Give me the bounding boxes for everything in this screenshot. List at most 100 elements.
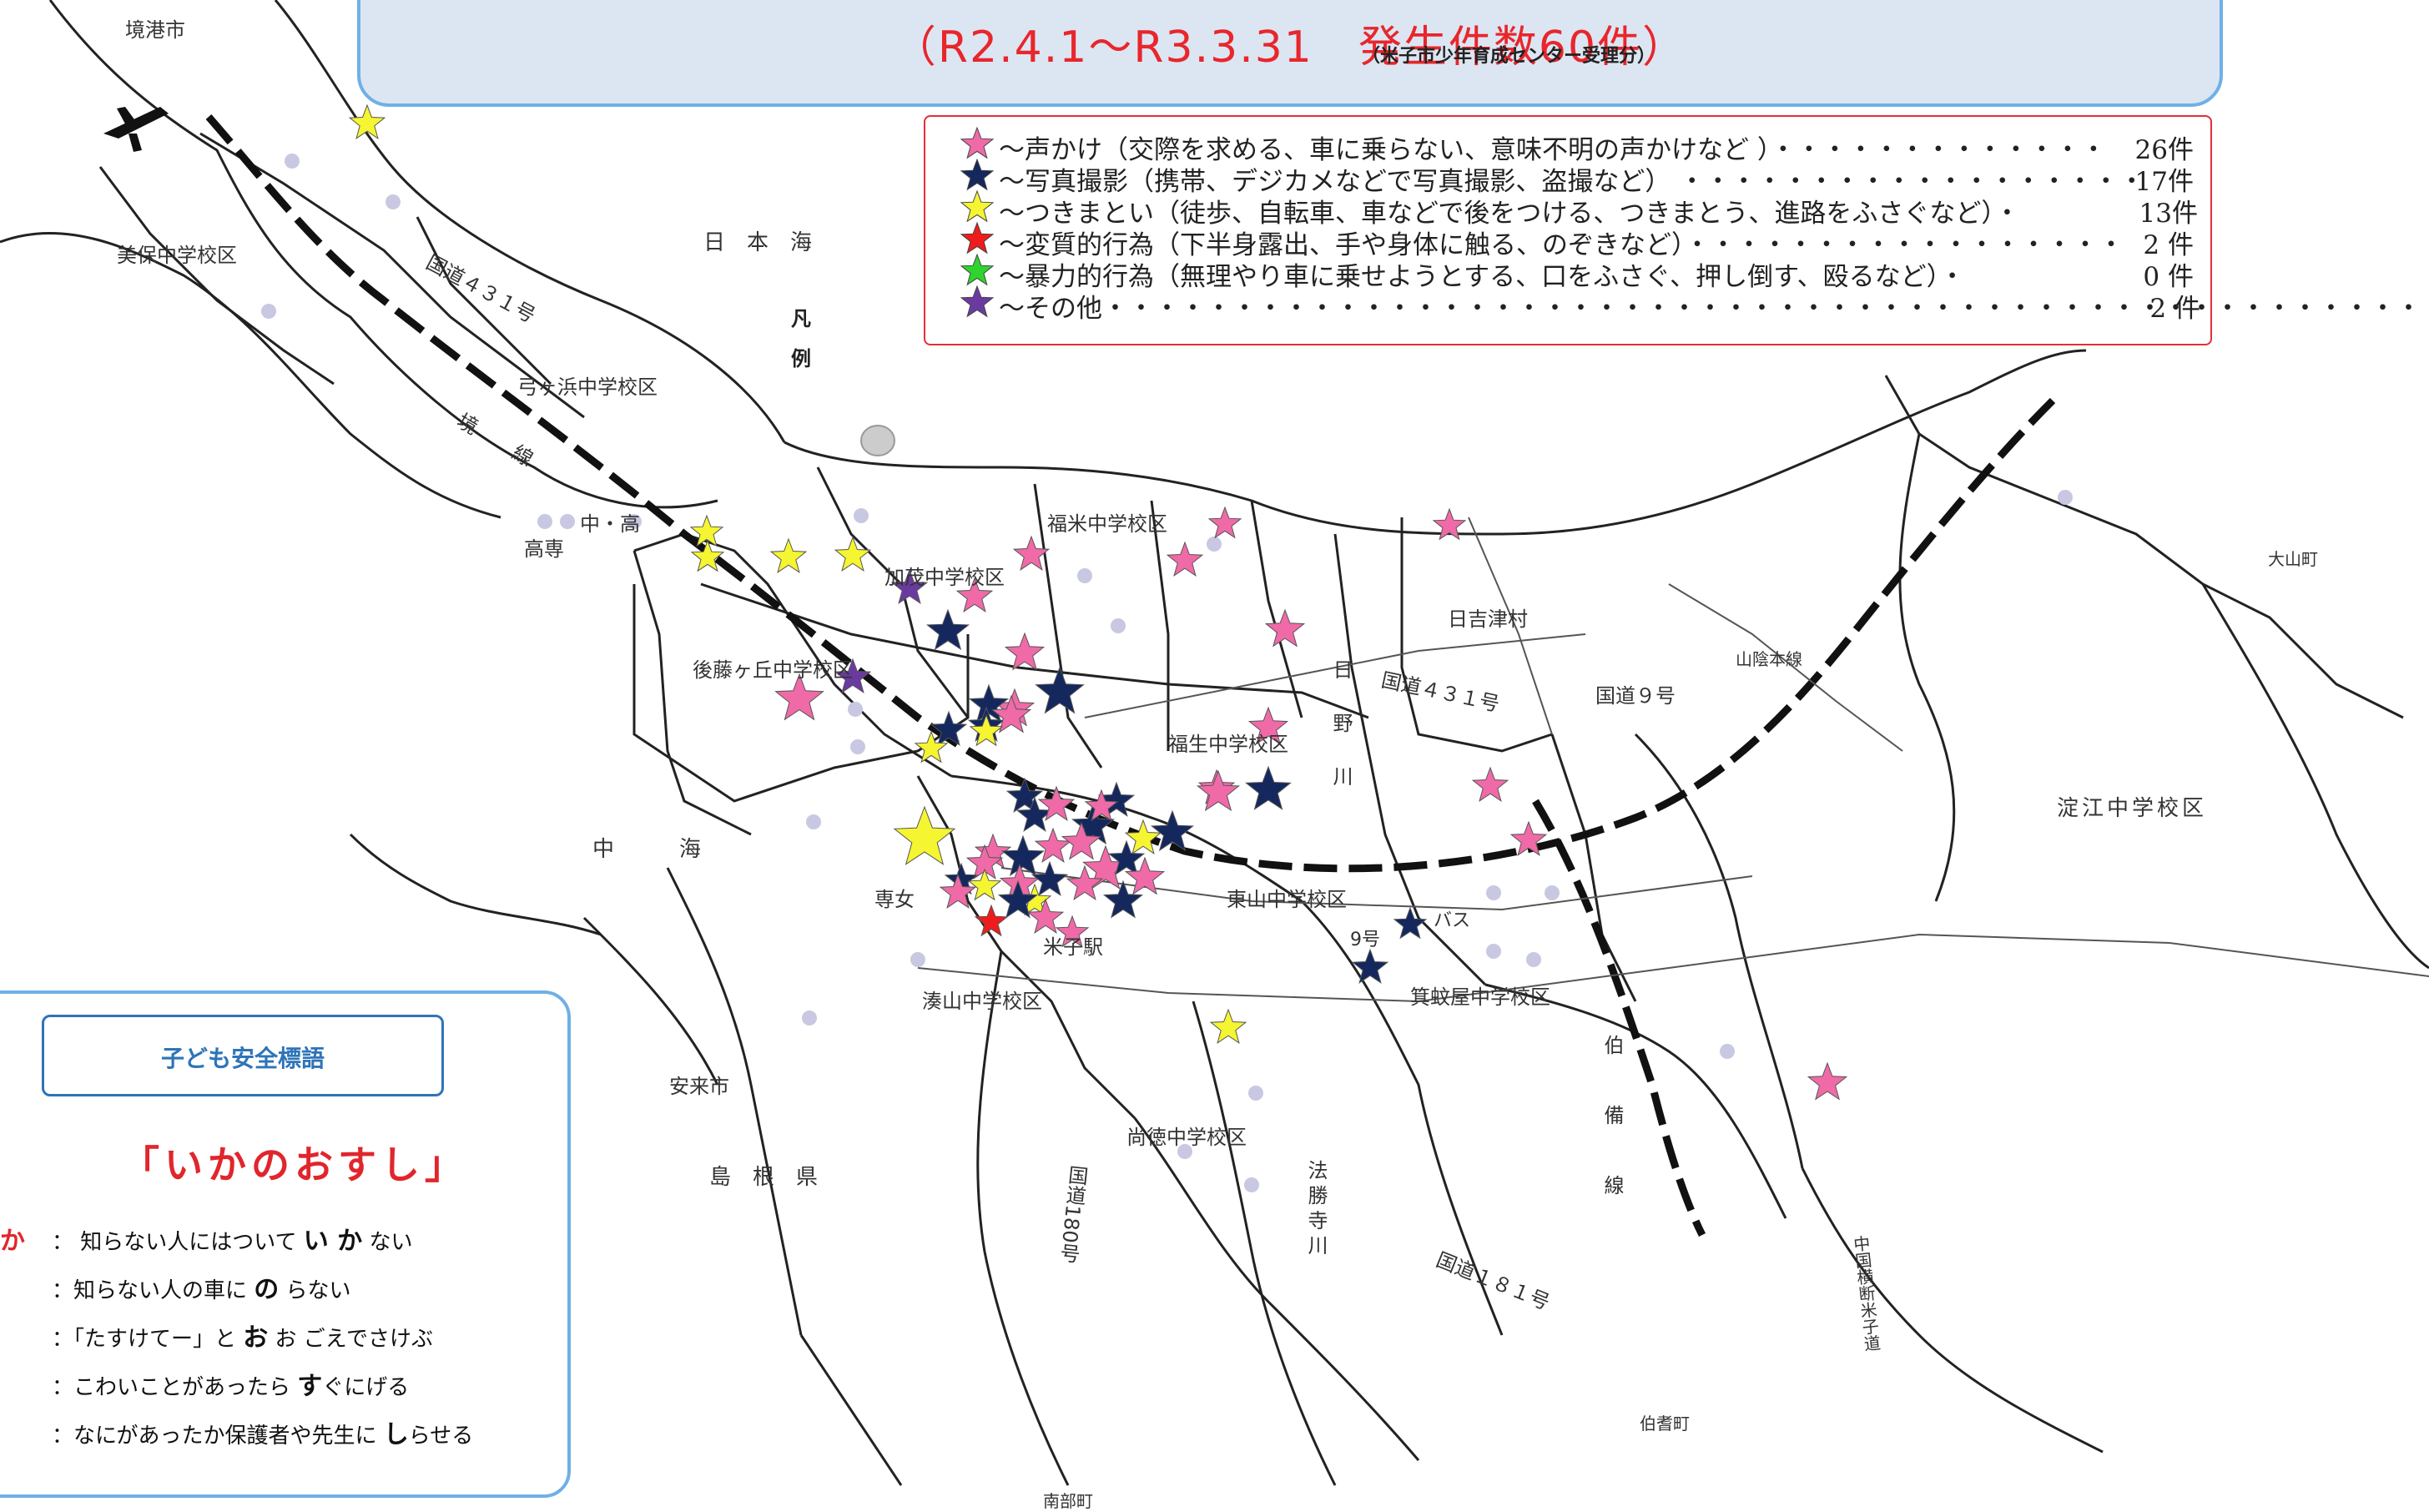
legend-star-icon — [960, 285, 995, 318]
label-minoya: 箕蚊屋中学校区 — [1410, 985, 1550, 1009]
legend-item-text: 〜変質的行為（下半身露出、手や身体に触る、のぞきなど）・・・・・・・・・・・・・… — [999, 230, 2124, 260]
slogan-rule-text-end: らない — [279, 1278, 351, 1303]
slogan-rule-key: か — [0, 1227, 25, 1256]
slogan-rule-text: ：こわいことがあったら — [52, 1375, 298, 1400]
label-yumigahama: 弓ヶ浜中学校区 — [517, 375, 658, 399]
header-title: （R2.4.1〜R3.3.31 発生件数60件） — [892, 23, 1688, 73]
slogan-rule-text-end: ぐにげる — [322, 1375, 410, 1400]
legend-item-text: 〜声かけ（交際を求める、車に乗らない、意味不明の声かけなど ）・・・・・・・・・… — [999, 135, 2107, 165]
label-nakaumi: 中 海 — [592, 837, 702, 862]
incident-star-marker — [1264, 608, 1306, 648]
incident-star-marker — [1055, 915, 1090, 948]
school-markers — [261, 154, 2073, 1192]
slogan-rule-emphasis: の — [254, 1275, 280, 1304]
incident-star-marker — [1031, 860, 1069, 896]
incident-star-marker — [1061, 821, 1102, 860]
legend-star-icon — [960, 158, 995, 191]
incident-star-marker — [1196, 769, 1241, 812]
slogan-main: 「いかのおすし」 — [121, 1142, 468, 1187]
slogan-rule-text: ：なにがあったか保護者や先生に — [52, 1424, 384, 1449]
incident-star-marker — [1015, 796, 1054, 832]
legend-item-text: 〜その他・・・・・・・・・・・・・・・・・・・・・・・・・・・・・・・・・・・・… — [999, 294, 2429, 324]
label-shimane: 島 根 県 — [709, 1165, 819, 1190]
incident-star-marker — [914, 730, 949, 764]
label-yodoe: 淀江中学校区 — [2057, 796, 2208, 821]
legend-item-text: 〜暴力的行為（無理やり車に乗せようとする、口をふさぐ、押し倒す、殴るなど）・ — [999, 262, 1966, 292]
label-senjo: 専女 — [874, 888, 915, 911]
incident-star-marker — [967, 868, 1002, 901]
legend-item-count: 13件 — [2139, 199, 2198, 229]
incident-star-marker — [969, 713, 1004, 747]
incident-star-marker — [997, 879, 1039, 919]
legend-item-count: 2 件 — [2149, 294, 2200, 324]
slogan-title-box: 子ども安全標語 — [42, 1015, 444, 1096]
slogan-rule: ：こわいことがあったら すぐにげる — [52, 1365, 409, 1402]
legend-star-icon — [960, 189, 995, 223]
slogan-rule-text-end: ない — [362, 1230, 413, 1255]
slogan-rule-text-end: らせる — [408, 1424, 474, 1449]
incident-star-marker — [1026, 898, 1065, 934]
incident-star-marker — [1393, 906, 1428, 940]
legend-item-text: 〜つきまとい（徒歩、自転車、車などで後をつける、つきまとう、進路をふさぐなど）・ — [999, 199, 2020, 229]
legend-star-icon — [960, 221, 995, 255]
incident-markers — [348, 103, 1848, 1101]
slogan-rule-text-end: お ごえでさけぶ — [268, 1327, 434, 1352]
incident-star-marker — [974, 904, 1009, 937]
slogan-rule-emphasis: し — [383, 1420, 409, 1449]
label-gotogaoka: 後藤ヶ丘中学校区 — [693, 658, 853, 682]
label-yonago-eki: 米子駅 — [1043, 935, 1103, 959]
incident-star-marker — [1037, 785, 1076, 821]
label-kokudo9b: 9号 — [1350, 930, 1380, 950]
label-higashiyama: 東山中学校区 — [1227, 888, 1347, 911]
incident-star-marker — [1247, 706, 1289, 745]
incident-star-marker — [1012, 535, 1051, 571]
header-banner: （R2.4.1〜R3.3.31 発生件数60件） （米子市少年育成センター受理分… — [357, 0, 2223, 107]
legend-item-count: 0 件 — [2143, 262, 2194, 292]
incident-star-marker — [1124, 856, 1166, 895]
incident-star-marker — [1471, 766, 1509, 802]
slogan-rule: ：なにがあったか保護者や先生に しらせる — [52, 1414, 473, 1450]
label-bypass: バス — [1434, 910, 1471, 931]
incident-star-marker — [1432, 507, 1467, 541]
incident-star-marker — [1107, 839, 1146, 875]
incident-star-marker — [769, 537, 808, 573]
slogan-rule-emphasis: お — [243, 1323, 269, 1353]
railway-lines — [205, 114, 2056, 1237]
slogan-rule-text: ：知らない人の車に — [52, 1278, 254, 1303]
header-subtitle: （米子市少年育成センター受理分） — [1362, 46, 1656, 67]
label-shotoku: 尚徳中学校区 — [1126, 1126, 1247, 1149]
incident-star-marker — [893, 805, 956, 865]
legend-item-count: 17件 — [2134, 167, 2194, 197]
label-fukuyone: 福米中学校区 — [1047, 512, 1167, 536]
incident-star-marker — [1102, 879, 1144, 919]
incident-star-marker — [890, 568, 929, 604]
legend-item-count: 26件 — [2134, 135, 2194, 165]
incident-star-marker — [990, 694, 1032, 733]
incident-star-marker — [1066, 864, 1104, 900]
label-sanin: 山陰本線 — [1736, 649, 1802, 669]
incident-star-marker — [1124, 819, 1162, 854]
label-kamo: 加茂中学校区 — [884, 566, 1005, 589]
incident-star-marker — [955, 577, 994, 612]
incident-star-marker — [1005, 777, 1044, 813]
label-chu-ko: 中・高 — [580, 512, 640, 536]
legend-star-icon — [960, 253, 995, 286]
label-hossyoji: 法勝寺川 — [1304, 1160, 1328, 1260]
incident-star-marker — [1004, 632, 1046, 671]
slogan-rule: ：知らない人の車に の らない — [52, 1268, 351, 1305]
incident-star-marker — [930, 710, 968, 746]
incident-star-marker — [1035, 666, 1085, 714]
incident-star-marker — [1166, 541, 1204, 577]
incident-star-marker — [1034, 827, 1072, 863]
incident-star-marker — [1150, 809, 1195, 852]
incident-star-marker — [925, 608, 970, 651]
label-miho: 美保中学校区 — [117, 244, 237, 267]
label-yasugi: 安来市 — [669, 1075, 729, 1098]
label-kosen: 高専 — [524, 537, 564, 561]
legend-star-icon — [960, 126, 995, 159]
incident-star-marker — [1245, 765, 1292, 810]
slogan-rule-text: ： 知らない人にはついて — [52, 1230, 304, 1255]
slogan-rule-emphasis: い か — [303, 1227, 363, 1256]
